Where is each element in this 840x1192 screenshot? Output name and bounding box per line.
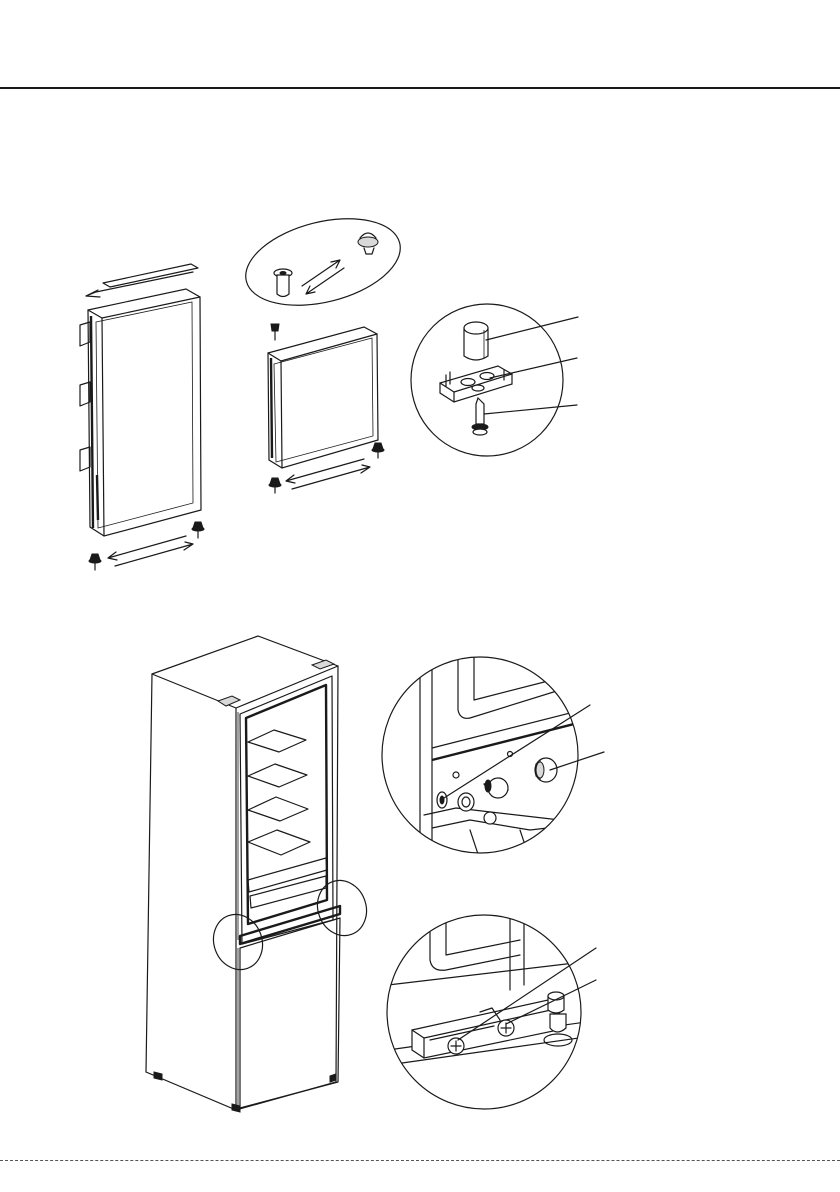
leader-line <box>484 405 577 414</box>
screw-icon <box>448 1038 464 1054</box>
cabinet-body <box>146 636 338 1110</box>
leader-line <box>490 358 577 378</box>
hinge-bracket-icon <box>440 366 512 402</box>
door-stop-icon <box>271 324 279 340</box>
door-top-trim <box>103 264 198 287</box>
hinge-cover-icon <box>535 758 557 782</box>
leader-line <box>486 317 578 340</box>
hinge-pin-icon <box>372 443 384 458</box>
hinge-pin-icon <box>89 554 101 570</box>
hinge-pin-icon <box>269 478 281 493</box>
fridge-cabinet <box>146 636 374 1112</box>
door-stop-icon <box>274 269 292 297</box>
upper-door-panel <box>88 289 201 536</box>
lower-door <box>268 324 384 493</box>
lower-door-panel <box>268 327 378 468</box>
door-stop-icon <box>458 793 474 811</box>
bushing-icon <box>464 322 488 360</box>
hinge-cover-icon <box>358 233 378 254</box>
door-stop-icon <box>484 778 508 798</box>
upper-door <box>80 264 204 570</box>
door-stop-mount-detail <box>382 650 604 860</box>
detail-oval <box>237 204 410 320</box>
hinge-pin-icon <box>472 398 488 435</box>
footer-rule <box>0 1160 840 1161</box>
door-stop-detail <box>237 204 410 320</box>
middle-hinge-detail <box>387 915 600 1109</box>
hinge-pin-icon <box>437 792 447 808</box>
detail-circle <box>382 657 578 853</box>
hinge-pin-icon <box>192 522 204 538</box>
hinge-assembly-detail <box>411 304 578 456</box>
screw-icon <box>498 1020 514 1036</box>
